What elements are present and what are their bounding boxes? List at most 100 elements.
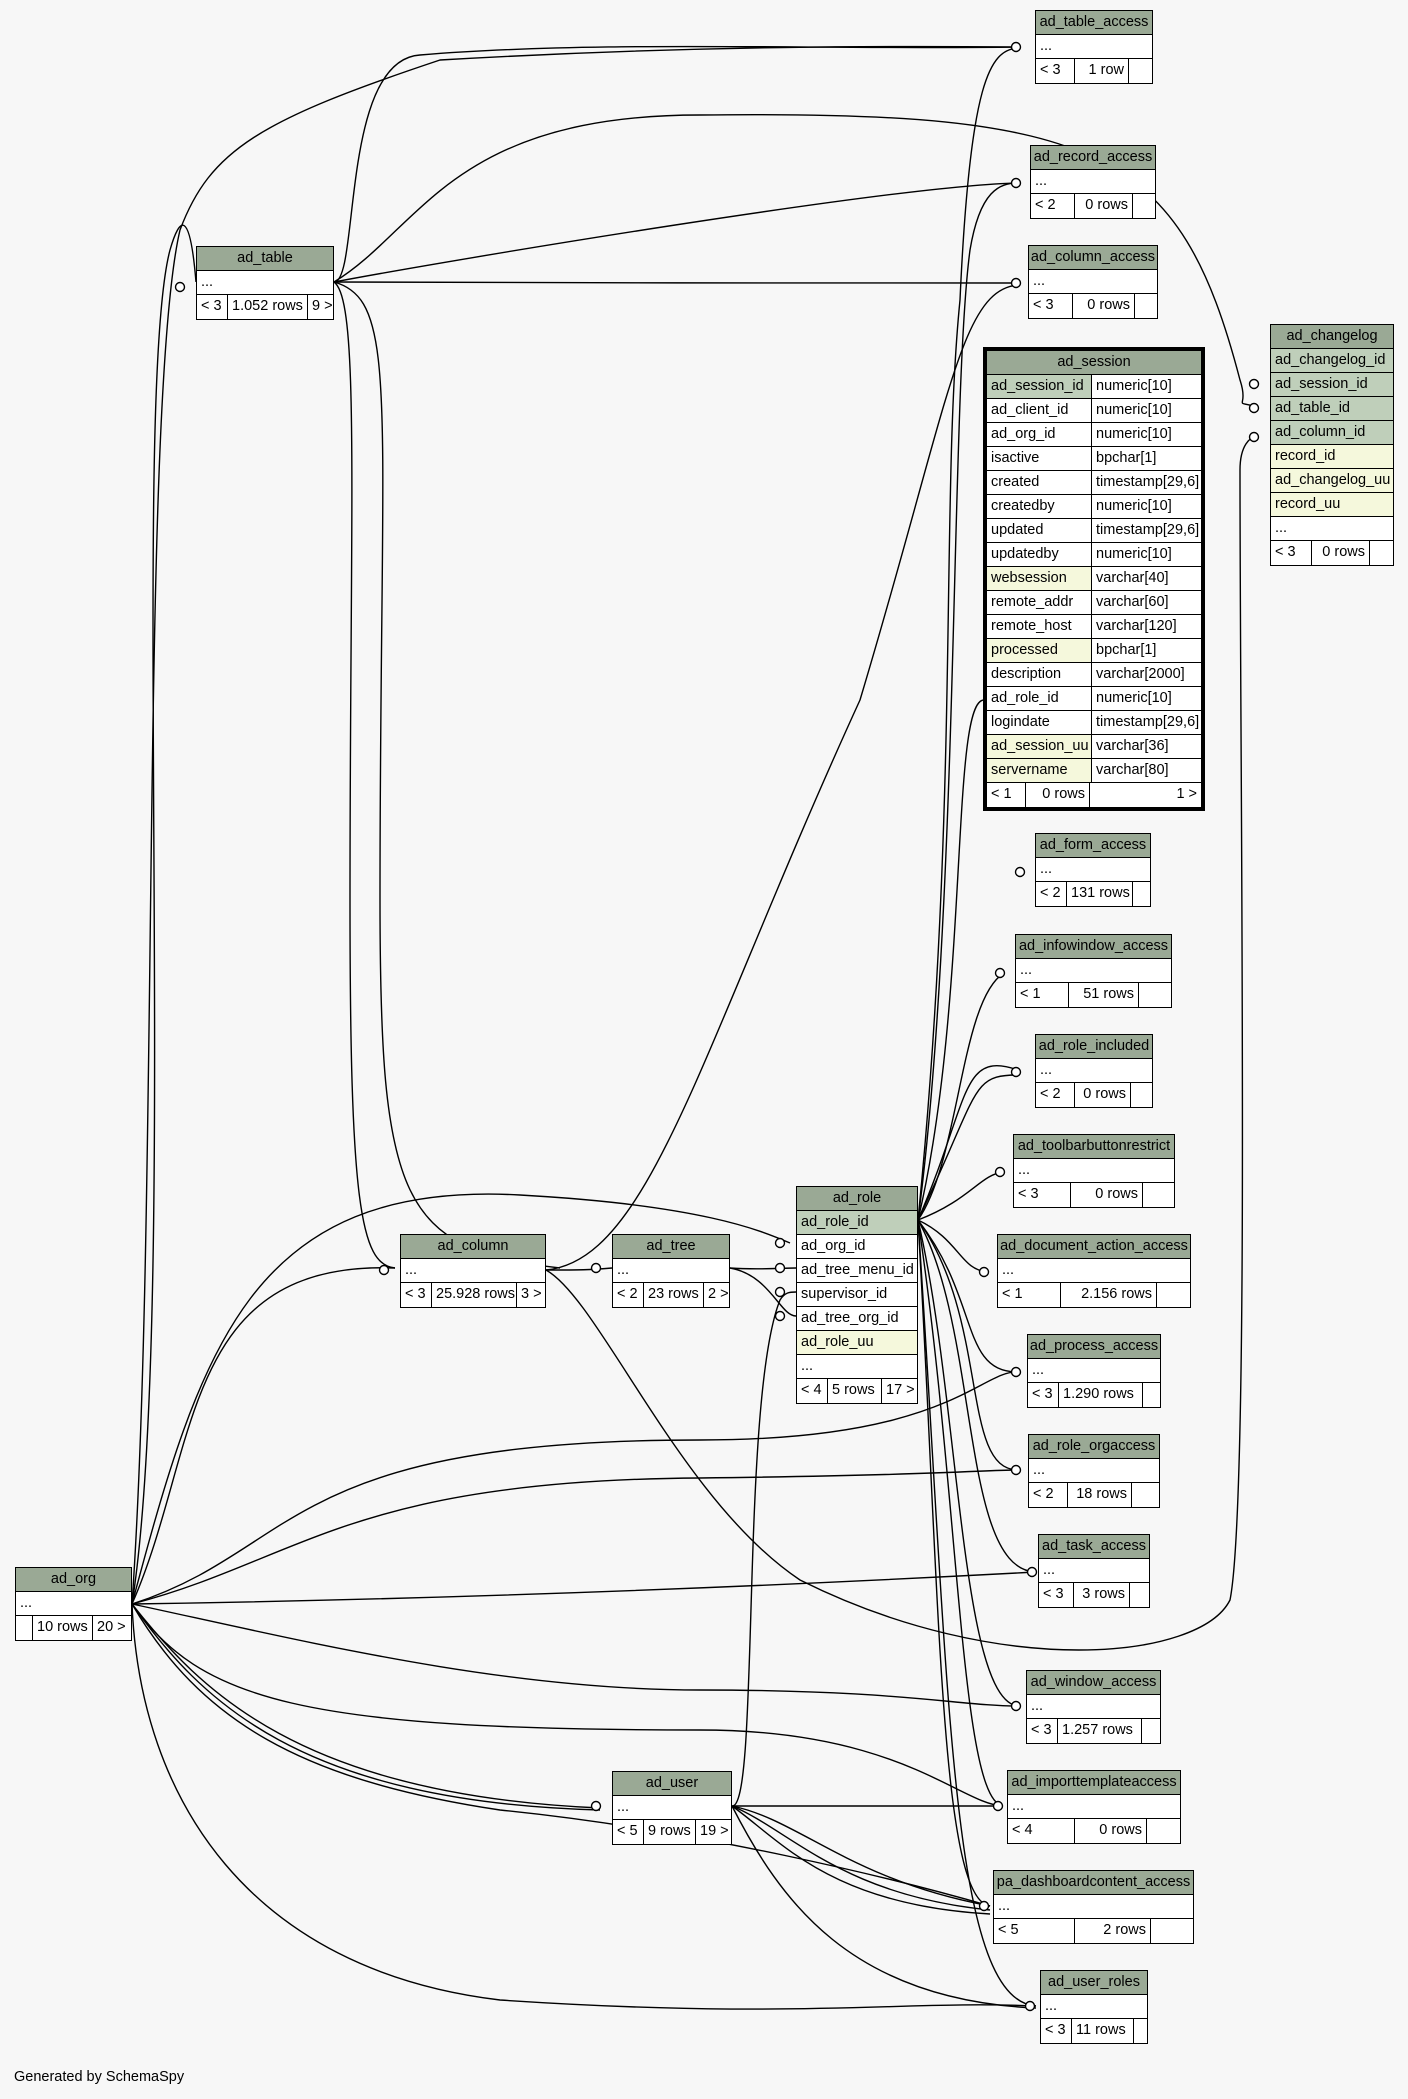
- table-ad-role-included[interactable]: ad_role_included ... < 2 0 rows: [1035, 1034, 1153, 1108]
- column-name: remote_host: [991, 618, 1072, 634]
- parent-count: < 3: [1032, 1386, 1053, 1402]
- row-count: 0 rows: [1072, 294, 1134, 318]
- column-placeholder: ...: [20, 1595, 33, 1611]
- column-name: ad_role_id: [991, 690, 1059, 706]
- table-title: ad_user: [613, 1772, 731, 1796]
- child-count: [1156, 1283, 1190, 1307]
- parent-count: < 3: [1040, 62, 1061, 78]
- row-count: 0 rows: [1074, 1083, 1130, 1107]
- column-name: websession: [987, 567, 1091, 590]
- column-name: createdby: [991, 498, 1055, 514]
- column-record-id: record_id: [1275, 448, 1336, 464]
- column-placeholder: ...: [1040, 1062, 1053, 1078]
- table-ad-role[interactable]: ad_role ad_role_id ad_org_id ad_tree_men…: [796, 1186, 918, 1404]
- child-count: [1146, 1819, 1180, 1843]
- column-type: varchar[60]: [1091, 591, 1201, 614]
- parent-count: < 2: [617, 1286, 638, 1302]
- column-type: varchar[36]: [1091, 735, 1201, 758]
- parent-count: < 3: [1045, 2022, 1066, 2038]
- column-placeholder: ...: [1012, 1798, 1025, 1814]
- parent-count: < 2: [1040, 1086, 1061, 1102]
- row-count: 9 rows: [643, 1820, 695, 1844]
- column-placeholder: ...: [405, 1262, 418, 1278]
- row-count: 0 rows: [1074, 1819, 1146, 1843]
- child-count: [1129, 1583, 1149, 1607]
- child-count: [1132, 194, 1155, 218]
- row-count: 2.156 rows: [1060, 1283, 1156, 1307]
- child-count: [1141, 1719, 1160, 1743]
- table-title: ad_importtemplateaccess: [1008, 1771, 1180, 1795]
- parent-count: < 4: [1012, 1822, 1033, 1838]
- column-name: updated: [991, 522, 1044, 538]
- column-name: logindate: [991, 714, 1050, 730]
- child-count: [1133, 2019, 1147, 2043]
- column-type: timestamp[29,6]: [1091, 711, 1201, 734]
- table-title: ad_changelog: [1271, 325, 1393, 349]
- child-count: 9 >: [307, 295, 333, 319]
- child-count: [1134, 294, 1157, 318]
- table-ad-changelog[interactable]: ad_changelog ad_changelog_id ad_session_…: [1270, 324, 1394, 566]
- child-count: [1142, 1183, 1174, 1207]
- row-count: 1.257 rows: [1057, 1719, 1141, 1743]
- column-row-remote-host: remote_host varchar[120]: [987, 615, 1201, 639]
- child-count: 1 >: [1089, 783, 1201, 807]
- row-count: 25.928 rows: [431, 1283, 516, 1307]
- row-count: 5 rows: [827, 1379, 881, 1403]
- column-record-uu: record_uu: [1275, 496, 1341, 512]
- table-title: ad_role_included: [1036, 1035, 1152, 1059]
- table-title: ad_table_access: [1036, 11, 1152, 35]
- child-count: 2 >: [703, 1283, 729, 1307]
- row-count: 51 rows: [1068, 983, 1138, 1007]
- parent-count: < 1: [991, 786, 1012, 802]
- table-title: ad_column: [401, 1235, 545, 1259]
- column-name: ad_session_uu: [987, 735, 1091, 758]
- table-title: ad_role_orgaccess: [1029, 1435, 1159, 1459]
- column-type: numeric[10]: [1091, 399, 1201, 422]
- column-placeholder: ...: [1033, 1462, 1046, 1478]
- row-count: 0 rows: [1311, 541, 1369, 565]
- parent-count: < 3: [1031, 1722, 1052, 1738]
- table-ad-importtemplateaccess[interactable]: ad_importtemplateaccess ... < 4 0 rows: [1007, 1770, 1181, 1844]
- parent-count: < 2: [1040, 885, 1061, 901]
- row-count: 10 rows: [32, 1616, 92, 1640]
- row-count: 1.052 rows: [227, 295, 307, 319]
- table-title: ad_task_access: [1039, 1535, 1149, 1559]
- column-placeholder: ...: [1040, 38, 1053, 54]
- column-ad-tree-menu-id: ad_tree_menu_id: [801, 1262, 914, 1278]
- table-title: ad_window_access: [1027, 1671, 1160, 1695]
- parent-count: < 4: [801, 1382, 822, 1398]
- column-type: varchar[120]: [1091, 615, 1201, 638]
- column-name: ad_session_id: [987, 375, 1091, 398]
- column-ad-column-id: ad_column_id: [1275, 424, 1366, 440]
- parent-count: < 1: [1002, 1286, 1023, 1302]
- table-title: ad_process_access: [1028, 1335, 1160, 1359]
- column-name: isactive: [991, 450, 1040, 466]
